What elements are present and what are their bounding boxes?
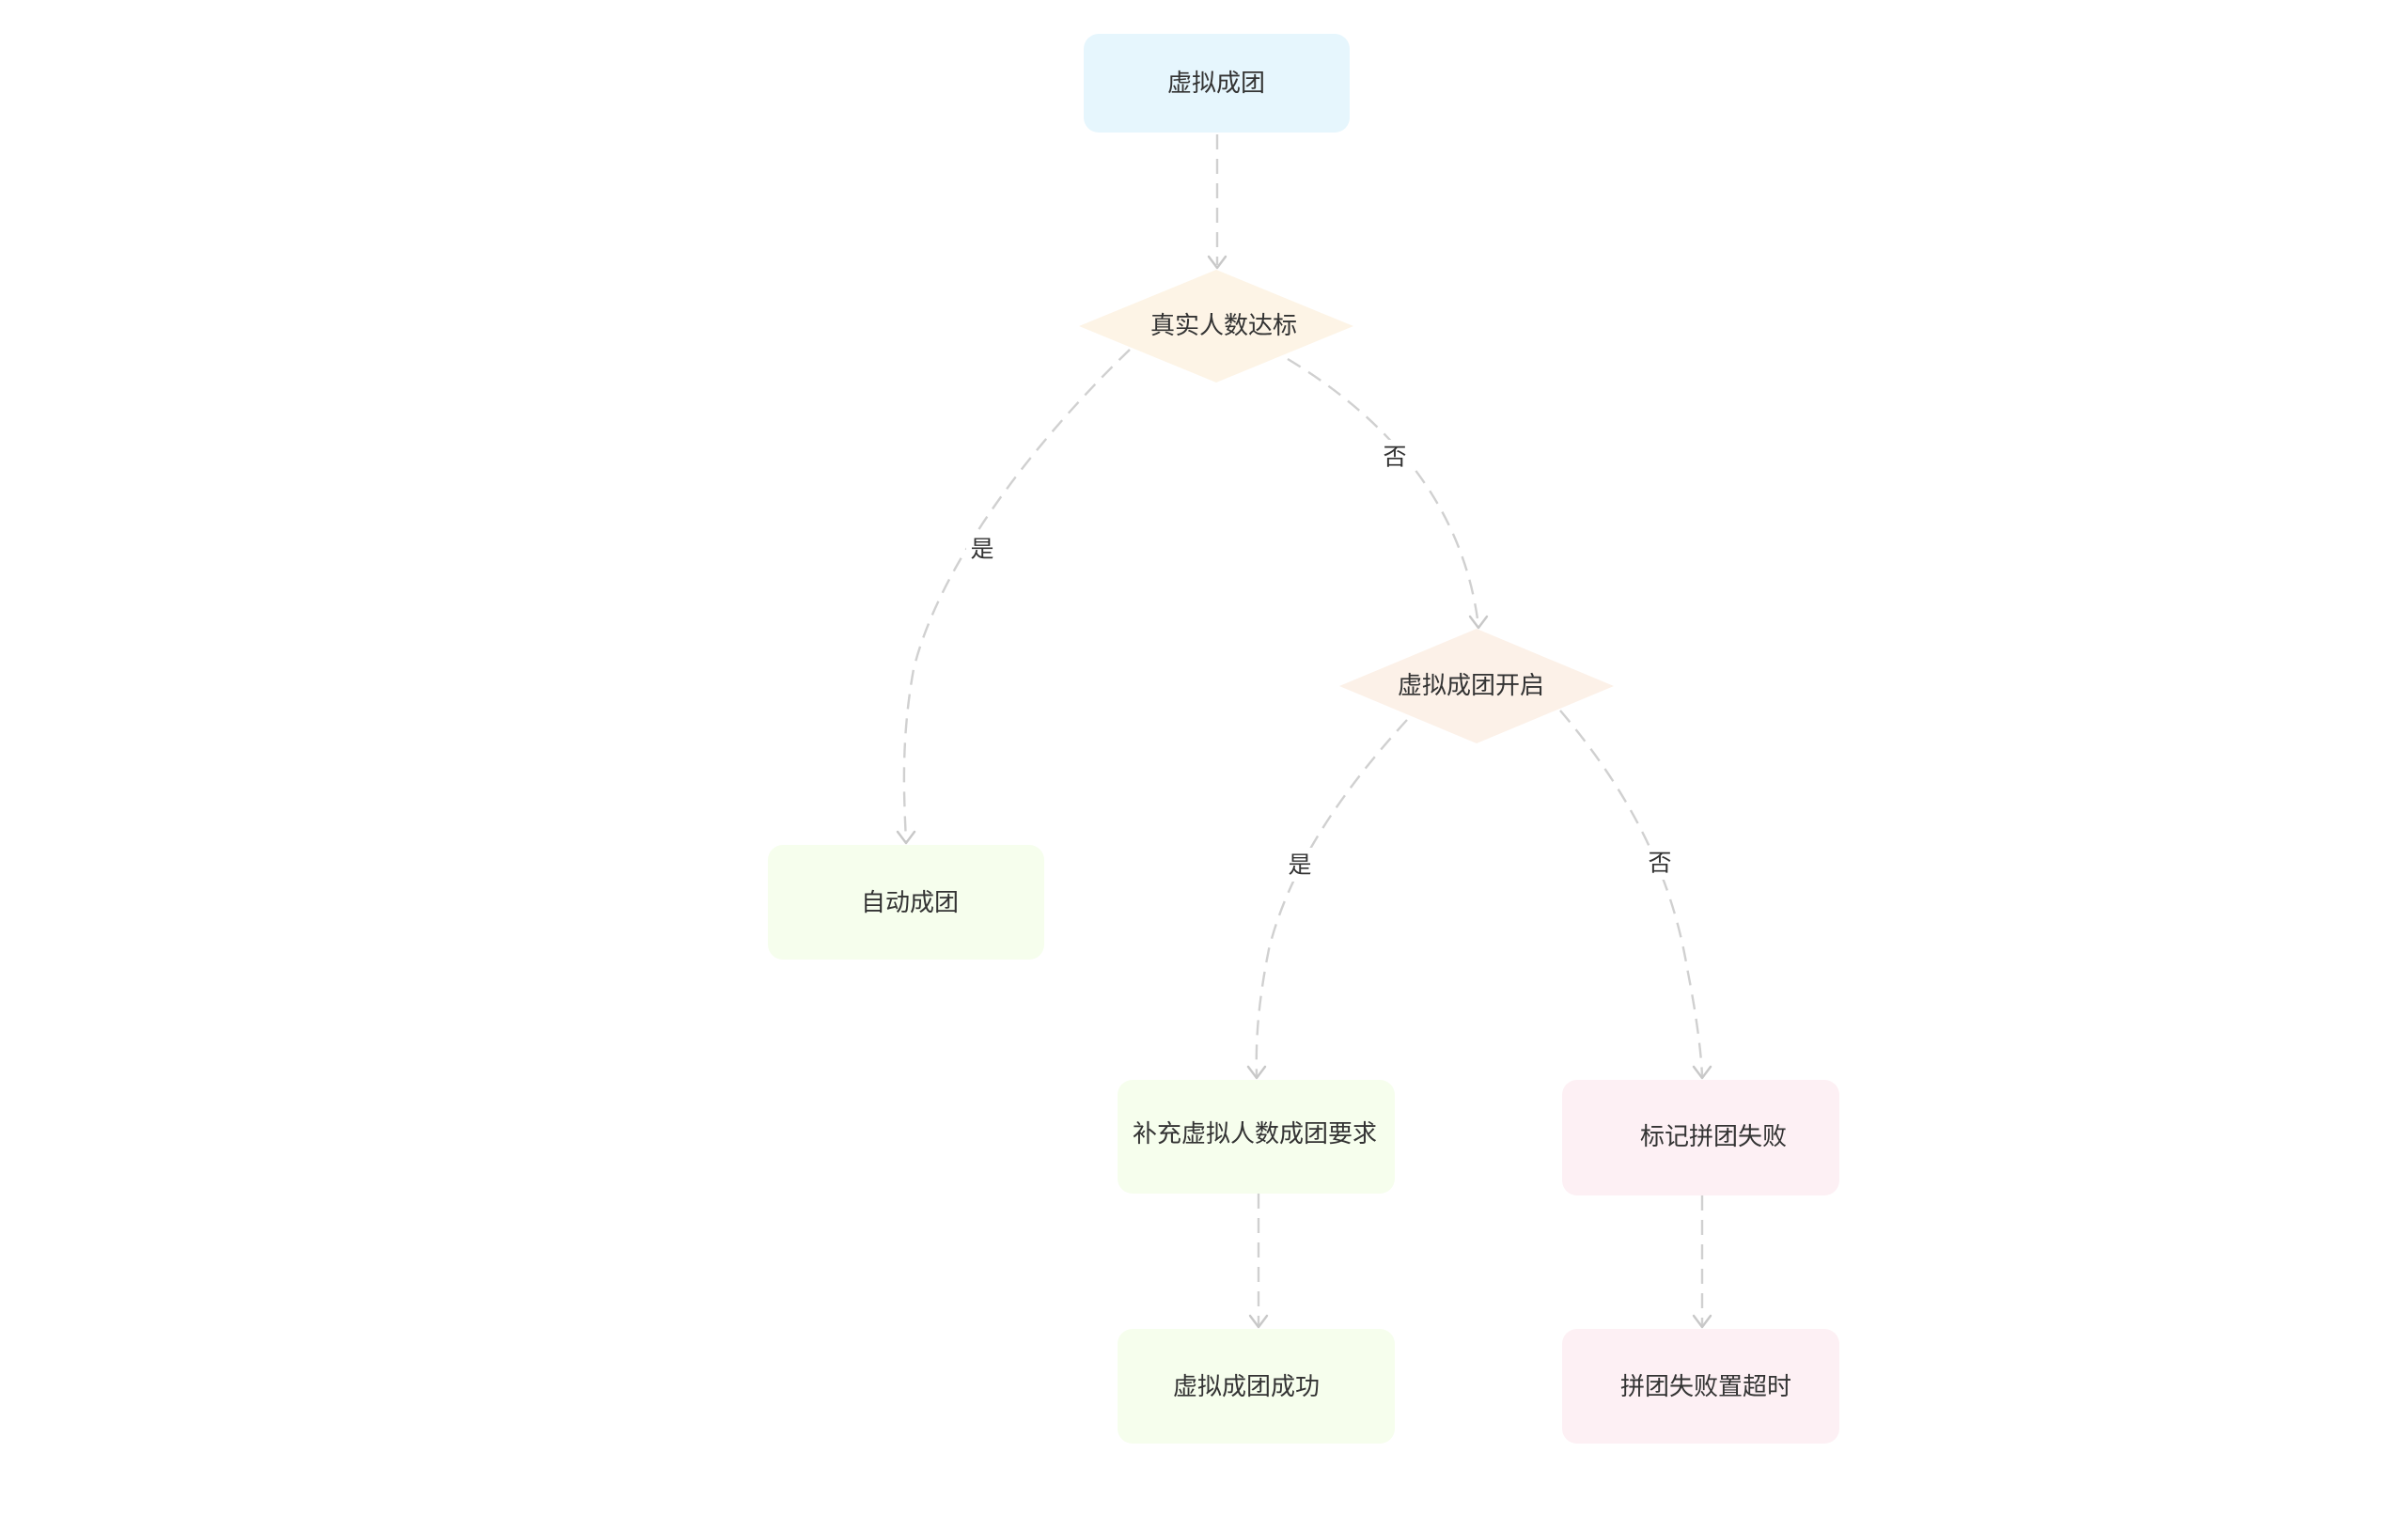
node-virtual-enabled-diamond [1339, 629, 1614, 743]
node-auto-group-box [768, 845, 1044, 960]
node-failed-timeout[interactable]: 拼团失败置超时 [1562, 1329, 1839, 1444]
node-virtual-enabled[interactable]: 虚拟成团开启 [1339, 629, 1614, 743]
node-mark-failed-label: 标记拼团失败 [1640, 1123, 1787, 1151]
node-failed-timeout-box [1562, 1329, 1839, 1444]
edge-failed-to-timeout [1692, 1195, 1712, 1329]
node-virtual-enabled-label: 虚拟成团开启 [1398, 672, 1544, 700]
node-auto-group[interactable]: 自动成团 [768, 845, 1044, 960]
node-start-box [1084, 34, 1350, 133]
node-start-label: 虚拟成团 [1167, 70, 1265, 98]
node-fill-virtual[interactable]: 补充虚拟人数成团要求 [1118, 1080, 1395, 1194]
svg-text:是: 是 [1288, 851, 1311, 879]
svg-text:是: 是 [970, 536, 993, 563]
node-fill-virtual-box [1118, 1080, 1395, 1194]
edge-label-virtual-no: 否 [1644, 846, 1676, 880]
edge-label-virtual-yes: 是 [1284, 848, 1316, 882]
node-fill-virtual-label: 补充虚拟人数成团要求 [1133, 1120, 1377, 1148]
edge-virtual-enabled-no [1559, 710, 1712, 1080]
edge-fill-to-success [1248, 1194, 1269, 1329]
node-mark-failed-box [1562, 1080, 1839, 1195]
edge-virtual-enabled-yes [1246, 719, 1408, 1080]
node-failed-timeout-label: 拼团失败置超时 [1620, 1373, 1791, 1401]
node-virtual-success-box [1118, 1329, 1395, 1444]
node-start[interactable]: 虚拟成团 [1084, 34, 1350, 133]
node-virtual-success-label: 虚拟成团成功 [1173, 1373, 1320, 1401]
node-mark-failed[interactable]: 标记拼团失败 [1562, 1080, 1839, 1195]
edge-label-real-yes: 是 [966, 532, 998, 566]
edge-real-count-yes [896, 349, 1131, 845]
node-real-count-met-diamond [1079, 270, 1353, 383]
edge-label-real-no: 否 [1379, 440, 1411, 474]
node-auto-group-label: 自动成团 [861, 889, 959, 917]
node-real-count-met-label: 真实人数达标 [1150, 312, 1297, 340]
svg-text:否: 否 [1383, 444, 1406, 471]
node-real-count-met[interactable]: 真实人数达标 [1079, 270, 1353, 383]
edge-start-to-real-count [1207, 134, 1227, 270]
svg-text:否: 否 [1648, 850, 1671, 877]
edge-real-count-no [1287, 357, 1489, 630]
node-virtual-success[interactable]: 虚拟成团成功 [1118, 1329, 1395, 1444]
